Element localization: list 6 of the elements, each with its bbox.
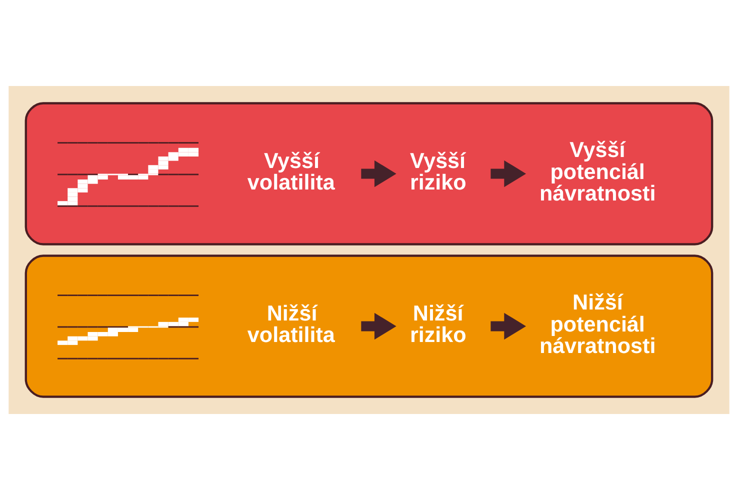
node-text: Nižší riziko: [410, 300, 466, 348]
node-text: Vyšší volatilita: [247, 148, 335, 195]
node-text: Vyšší riziko: [410, 148, 466, 195]
node-text: Vyšší potenciál návratnosti: [539, 137, 656, 206]
node-text: Nižší volatilita: [247, 300, 335, 348]
node-text: Nižší potenciál návratnosti: [539, 290, 656, 358]
